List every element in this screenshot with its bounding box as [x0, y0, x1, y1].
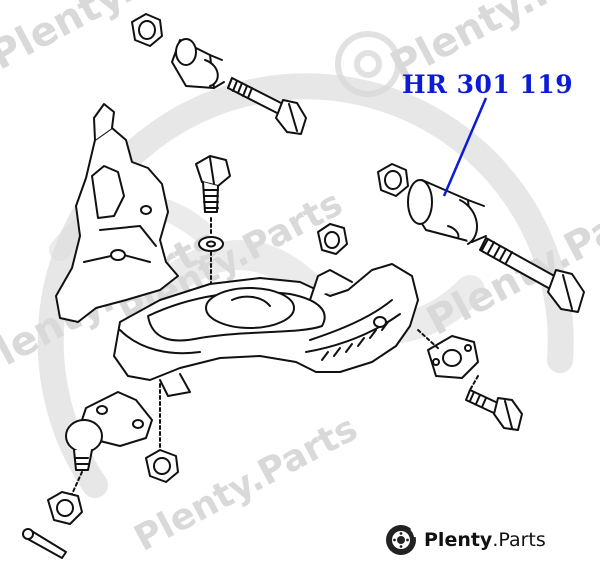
hex-nut-top-left [131, 13, 163, 47]
castle-nut-ball-joint [47, 491, 83, 525]
assembly-line [71, 471, 83, 495]
assembly-line [417, 329, 441, 351]
bolt-right [479, 237, 585, 313]
hex-nut-right [377, 163, 409, 197]
bolt-rear [465, 389, 523, 431]
washer-center [198, 236, 224, 252]
bolt-top-left [227, 77, 307, 135]
hex-nut-arm [317, 223, 348, 255]
bushing-hr-301-119 [407, 179, 487, 245]
frame-bracket [55, 103, 179, 323]
brand-name-suffix: .Parts [492, 529, 546, 551]
cotter-pin [22, 528, 67, 559]
watermark-text: Plenty.Parts [128, 408, 364, 560]
brake-disc-icon [386, 525, 416, 555]
watermark-disc-icon [335, 31, 401, 97]
part-number-label: HR 301 119 [402, 70, 574, 99]
hex-nut-lower-center [145, 449, 179, 483]
ball-joint [65, 391, 153, 471]
brand-logo: Plenty.Parts [384, 522, 546, 558]
lower-control-arm [113, 263, 419, 397]
brand-name-bold: Plenty [424, 529, 493, 551]
bolt-center-vertical [195, 155, 231, 213]
mounting-plate [427, 335, 479, 379]
assembly-line [469, 375, 479, 391]
brand-name: Plenty.Parts [424, 529, 546, 551]
callout-leader-line [442, 97, 488, 197]
bushing-top-left [171, 38, 225, 89]
